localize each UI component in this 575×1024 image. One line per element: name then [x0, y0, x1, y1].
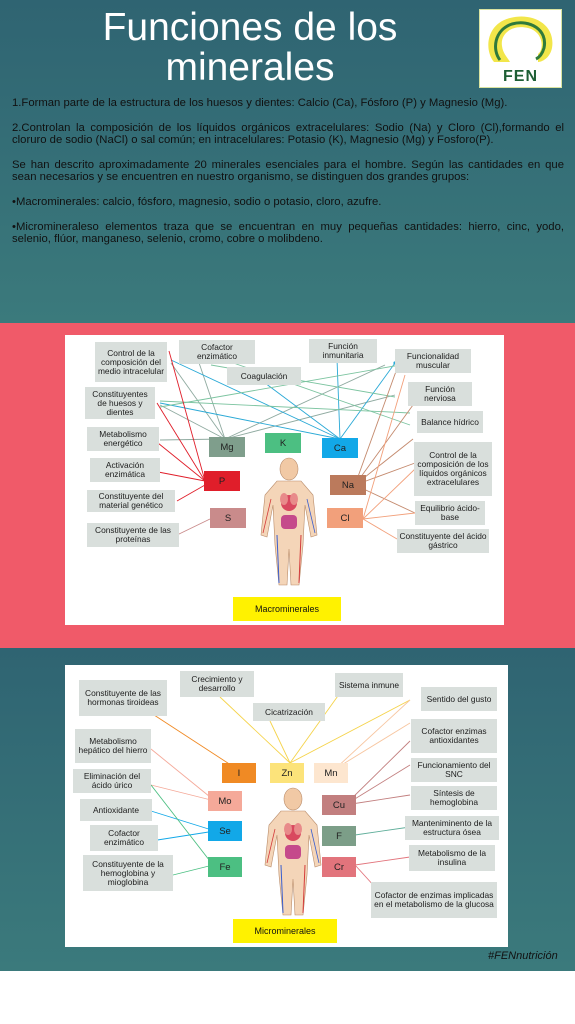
- function-box: Constituyente del ácido gástrico: [397, 529, 489, 553]
- function-box: Constituyente de las hormonas tiroideas: [79, 680, 167, 716]
- function-box: Sistema inmune: [335, 673, 403, 697]
- logo-text: FEN: [503, 68, 538, 85]
- fen-logo: FEN: [479, 9, 562, 88]
- hashtag: #FENnutrición: [488, 950, 558, 962]
- function-box: Metabolismo energético: [87, 427, 159, 451]
- element-p: P: [204, 471, 240, 491]
- function-box: Crecimiento y desarrollo: [180, 671, 254, 697]
- element-mg: Mg: [209, 437, 245, 457]
- function-box: Funcionalidad muscular: [395, 349, 471, 373]
- human-body-figure: [260, 457, 318, 586]
- function-box: Funcionamiento del SNC: [411, 758, 497, 782]
- fen-logo-icon: [488, 16, 553, 62]
- element-fe: Fe: [208, 857, 242, 877]
- function-box: Antioxidante: [80, 799, 152, 821]
- element-cl: Cl: [327, 508, 363, 528]
- element-se: Se: [208, 821, 242, 841]
- intro-text: 1.Forman parte de la estructura de los h…: [12, 97, 564, 258]
- element-na: Na: [330, 475, 366, 495]
- function-box: Manteniminento de la estructura ósea: [405, 816, 499, 840]
- micro-caption: Microminerales: [233, 919, 337, 943]
- function-box: Balance hídrico: [417, 411, 483, 433]
- intro-paragraph: •Macrominerales: calcio, fósforo, magnes…: [12, 195, 382, 208]
- element-cu: Cu: [322, 795, 356, 815]
- function-box: Coagulación: [227, 367, 301, 385]
- element-zn: Zn: [270, 763, 304, 783]
- element-i: I: [222, 763, 256, 783]
- element-f: F: [322, 826, 356, 846]
- function-box: Eliminación del ácido úrico: [73, 769, 151, 793]
- function-box: Síntesis de hemoglobina: [411, 786, 497, 810]
- element-mn: Mn: [314, 763, 348, 783]
- element-mo: Mo: [208, 791, 242, 811]
- function-box: Cofactor de enzimas implicadas en el met…: [371, 882, 497, 918]
- function-box: Cofactor enzimático: [179, 340, 255, 364]
- function-box: Constituyente de las proteínas: [87, 523, 179, 547]
- page-title: Funciones de los minerales: [102, 6, 398, 89]
- function-box: Metabolismo de la insulina: [409, 845, 495, 871]
- function-box: Equilibrio ácido-base: [415, 501, 485, 525]
- function-box: Función inmunitaria: [309, 339, 377, 363]
- micro-connectors: [150, 692, 411, 916]
- intro-paragraph: 2.Controlan la composición de los líquid…: [12, 121, 564, 147]
- function-box: Control de la composición del medio intr…: [95, 342, 167, 382]
- function-box: Activación enzimática: [90, 458, 160, 482]
- macrominerals-diagram: Control de la composición del medio intr…: [65, 335, 504, 625]
- function-box: Sentido del gusto: [421, 687, 497, 711]
- element-cr: Cr: [322, 857, 356, 877]
- element-k: K: [265, 433, 301, 453]
- function-box: Control de la composición de los líquido…: [414, 442, 492, 496]
- macro-connectors: [152, 350, 416, 586]
- element-s: S: [210, 508, 246, 528]
- element-ca: Ca: [322, 438, 358, 458]
- function-box: Constituyente del material genético: [87, 490, 175, 512]
- function-box: Función nerviosa: [408, 382, 472, 406]
- function-box: Constituyentes de huesos y dientes: [85, 387, 155, 419]
- function-box: Cicatrización: [253, 703, 325, 721]
- function-box: Cofactor enzimas antioxidantes: [411, 719, 497, 753]
- human-body-figure: [264, 787, 322, 916]
- function-box: Cofactor enzimático: [90, 825, 158, 851]
- intro-paragraph: 1.Forman parte de la estructura de los h…: [12, 97, 508, 109]
- intro-paragraph: Se han descrito aproximadamente 20 miner…: [12, 158, 564, 184]
- function-box: Constituyente de la hemoglobina y mioglo…: [83, 855, 173, 891]
- macro-caption: Macrominerales: [233, 597, 341, 621]
- microminerals-diagram: Crecimiento y desarrollo Sistema inmune …: [65, 665, 508, 947]
- intro-paragraph: •Micromineraleso elementos traza que se …: [12, 220, 564, 246]
- function-box: Metabolismo hepático del hierro: [75, 729, 151, 763]
